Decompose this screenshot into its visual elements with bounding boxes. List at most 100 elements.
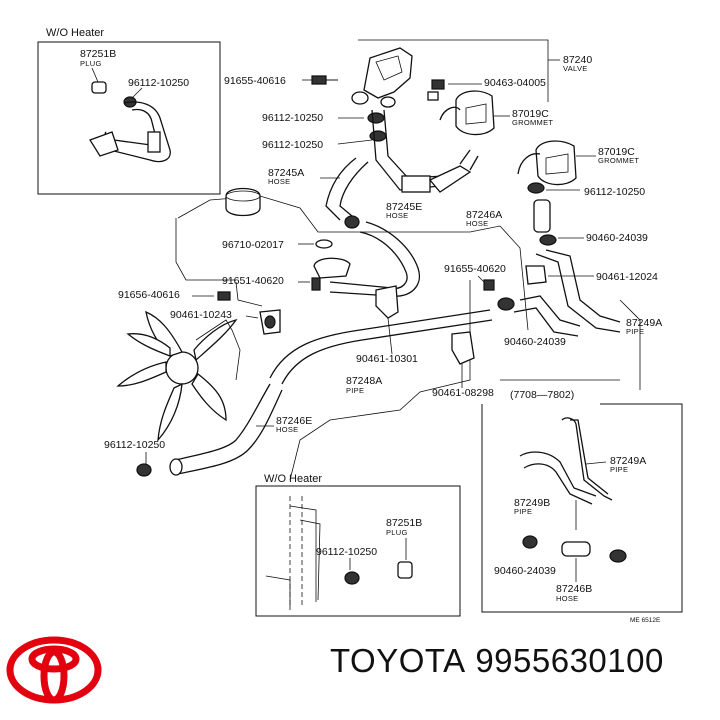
clamp-icon — [375, 285, 399, 319]
clamp-b-number: 96112-10250 — [262, 139, 323, 151]
clamp-icon — [367, 112, 385, 124]
inset-bottom-center-title: W/O Heater — [264, 473, 322, 485]
clamp-icon — [451, 331, 475, 365]
hose-246a-number: 87246A — [466, 209, 502, 221]
clamp-24039-top-number: 90460-24039 — [586, 232, 648, 244]
grommet-icon — [535, 140, 577, 186]
hose-outline — [533, 199, 551, 233]
plug-icon — [91, 81, 107, 94]
hose-246e-number: 87246E — [276, 415, 312, 427]
clamp-icon — [497, 297, 515, 311]
pipe-outline — [545, 249, 621, 323]
clip-icon — [525, 265, 547, 285]
clamp-icon — [527, 182, 545, 194]
valve-name: VALVE — [563, 64, 588, 73]
pipe-outline — [561, 417, 613, 501]
grommet2-number: 87019C — [598, 146, 635, 158]
inset-top-left-clamp-number: 96112-10250 — [128, 77, 189, 89]
clip-12024-number: 90461-12024 — [596, 271, 658, 283]
grommet1-name: GROMMET — [512, 118, 553, 127]
inset-top-left-frame — [37, 41, 221, 195]
clamp-icon — [344, 215, 360, 229]
bolt-40620-left-number: 91651-40620 — [222, 275, 284, 287]
bolt-40616-number: 91656-40616 — [118, 289, 180, 301]
bolt-40620-right-number: 91655-40620 — [444, 263, 506, 275]
valve-number: 87240 — [563, 54, 592, 66]
left-bolts-group: 91651-40620 91656-40616 90461-10243 — [118, 275, 321, 335]
inset-pipe-number: 87249A — [610, 455, 646, 467]
pipe-87249a-group: 87249A PIPE 90460-24039 — [504, 249, 662, 348]
hose-87245a-group: 87245A HOSE — [268, 157, 369, 229]
radiator-cap-icon — [225, 187, 261, 217]
inset-pipe2-name: PIPE — [514, 507, 532, 516]
clamp-valve-right-number: 90463-04005 — [484, 77, 546, 89]
clamp-icon — [609, 549, 627, 563]
inset-bc-plug-name: PLUG — [386, 528, 408, 537]
inset-bottom-right-frame — [481, 403, 683, 613]
inset-hose-number: 87246B — [556, 583, 592, 595]
pipe-outline — [269, 309, 491, 379]
plug-icon — [397, 561, 413, 579]
clamp-08298-number: 90461-08298 — [432, 387, 494, 399]
footer-code: ME 6512E — [630, 617, 661, 624]
hose-87246a-group: 96112-10250 87246A HOSE 90460-24039 — [466, 182, 648, 246]
hose-a-number: 87245A — [268, 167, 304, 179]
inset-pipe-name: PIPE — [610, 465, 628, 474]
inset-bottom-right: (7708—7802) 87249A PIPE 87249B PIPE 9046… — [481, 389, 683, 624]
clamp-icon — [539, 234, 557, 246]
bolt-icon — [311, 75, 327, 85]
hose-87245e-group: 87245E HOSE — [386, 149, 479, 220]
inset-bc-plug-number: 87251B — [386, 517, 422, 529]
pipe-87248a-group: 90461-10301 87248A PIPE 90461-08298 — [269, 285, 494, 399]
bolt-icon — [311, 277, 321, 291]
clamp-10301-number: 90461-10301 — [356, 353, 418, 365]
hose-246a-name: HOSE — [466, 219, 488, 228]
engine-block-outline — [175, 187, 641, 481]
clamp-icon — [369, 130, 387, 142]
bolt-icon — [217, 291, 231, 301]
grommet-group: 87019C GROMMET 87019C GROMMET — [439, 90, 639, 186]
bolt-valve-number: 91655-40616 — [224, 75, 286, 87]
heater-valve-icon — [363, 47, 413, 99]
clamp-10243-number: 90461-10243 — [170, 309, 232, 321]
hose-icon — [561, 541, 591, 557]
clamp-icon — [136, 463, 152, 477]
clamp-bottom-left-number: 96112-10250 — [104, 439, 165, 451]
hose-87246e-group: 87246E HOSE 96112-10250 — [104, 383, 312, 477]
inset-bottom-center: W/O Heater 87251B PLUG 96112-10250 — [255, 473, 461, 617]
product-caption: TOYOTA 9955630100 — [330, 636, 715, 686]
clamp-24039-mid-number: 90460-24039 — [504, 336, 566, 348]
part-number: 9955630100 — [475, 642, 664, 679]
gasket-group: 96710-02017 — [222, 239, 333, 251]
hose-246e-name: HOSE — [276, 425, 298, 434]
gasket-number: 96710-02017 — [222, 239, 284, 251]
clamp-icon — [522, 535, 538, 549]
clamp-icon — [431, 79, 445, 90]
inset-bottom-center-frame — [255, 485, 461, 617]
pipe-249a-number: 87249A — [626, 317, 662, 329]
inset-pipe2-number: 87249B — [514, 497, 550, 509]
inset-top-left-plug-number: 87251B — [80, 48, 116, 60]
hose-e-name: HOSE — [386, 211, 408, 220]
inset-bottom-right-title: (7708—7802) — [510, 389, 574, 401]
pipe-248a-name: PIPE — [346, 386, 364, 395]
bolt-icon — [483, 279, 495, 291]
pipe-248a-number: 87248A — [346, 375, 382, 387]
gasket-icon — [315, 239, 333, 249]
hose-outline — [325, 157, 357, 221]
hose-outline — [175, 383, 271, 461]
inset-hose-name: HOSE — [556, 594, 578, 603]
clamp-right-number: 96112-10250 — [584, 186, 645, 198]
grommet1-number: 87019C — [512, 108, 549, 120]
clamp-icon — [344, 571, 360, 585]
right-bolts-group: 91655-40620 90461-12024 — [444, 263, 658, 311]
water-outlet-icon — [313, 257, 351, 279]
fan-icon — [116, 310, 241, 442]
inset-top-left: W/O Heater 87251B PLUG 96112-10250 — [37, 27, 221, 195]
clamp-a-number: 96112-10250 — [262, 112, 323, 124]
inset-clamp-number: 90460-24039 — [494, 565, 556, 577]
pipe-249a-name: PIPE — [626, 327, 644, 336]
toyota-logo — [6, 636, 102, 704]
hose-e-number: 87245E — [386, 201, 422, 213]
